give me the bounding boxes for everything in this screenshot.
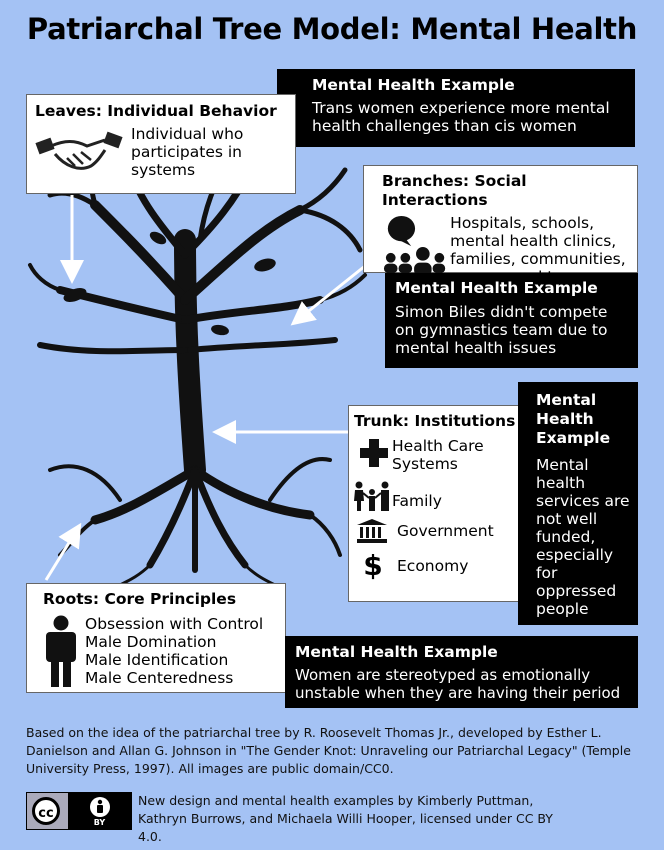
- leaves-example-box: Mental Health Example Trans women experi…: [277, 69, 635, 147]
- roots-heading: Roots: Core Principles: [43, 590, 237, 608]
- trunk-item-label: Economy: [397, 557, 469, 575]
- group-chat-icon: [383, 215, 446, 277]
- roots-example-box: Mental Health Example Women are stereoty…: [285, 636, 638, 708]
- family-icon: [354, 481, 389, 511]
- roots-item: Male Domination: [85, 633, 217, 651]
- leaves-heading: Leaves: Individual Behavior: [35, 102, 277, 120]
- trunk-item-label: Family: [392, 492, 442, 510]
- branches-example-text: Simon Biles didn't compete on gymnastics…: [395, 303, 608, 357]
- trunk-example-box: Mental Health Example Mental health serv…: [518, 382, 638, 625]
- roots-item: Male Identification: [85, 651, 229, 669]
- branches-example-box: Mental Health Example Simon Biles didn't…: [385, 273, 638, 368]
- tree-branches: [28, 113, 367, 481]
- leaves-card: Leaves: Individual Behavior Individual w…: [26, 94, 296, 194]
- government-building-icon: [357, 519, 387, 543]
- branches-arrow: [290, 264, 366, 326]
- branches-heading: Branches: Social Interactions: [382, 172, 527, 209]
- trunk-heading: Trunk: Institutions: [354, 412, 516, 430]
- roots-example-text: Women are stereotyped as emotionally uns…: [295, 666, 621, 702]
- tree-leaves: [63, 231, 276, 336]
- leaves-example-text: Trans women experience more mental healt…: [312, 99, 610, 135]
- trunk-card: Trunk: Institutions Health Care Systems …: [348, 405, 526, 602]
- attribution-person-icon: [89, 796, 110, 817]
- by-label: BY: [93, 817, 106, 827]
- handshake-icon: [35, 131, 123, 170]
- trunk-example-text: Mental health services are not well fund…: [536, 456, 630, 618]
- attribution-text: Based on the idea of the patriarchal tre…: [26, 725, 631, 776]
- dollar-icon: $: [363, 549, 383, 582]
- trunk-item-label: Government: [397, 522, 494, 540]
- roots-item: Obsession with Control: [85, 615, 264, 633]
- page-title: Patriarchal Tree Model: Mental Health: [26, 12, 638, 46]
- leaves-text: Individual who participates in systems: [131, 125, 244, 179]
- roots-item: Male Centeredness: [85, 669, 234, 687]
- roots-arrow: [44, 522, 82, 581]
- leaves-example-heading: Mental Health Example: [312, 76, 515, 94]
- roots-example-heading: Mental Health Example: [295, 643, 498, 661]
- trunk-item-label: Health Care Systems: [392, 437, 484, 473]
- branches-example-heading: Mental Health Example: [395, 279, 598, 297]
- cc-by-badge[interactable]: cc BY: [26, 792, 132, 830]
- medical-cross-icon: [360, 439, 388, 467]
- cc-logo: cc: [32, 797, 60, 825]
- trunk-example-heading: Mental Health Example: [536, 391, 611, 447]
- branches-text: Hospitals, schools, mental health clinic…: [450, 214, 626, 286]
- license-text: New design and mental health examples by…: [138, 793, 553, 844]
- roots-card: Roots: Core Principles Obsession with Co…: [26, 583, 286, 693]
- branches-card: Branches: Social Interactions Hospitals,…: [363, 165, 638, 286]
- tree-roots: [48, 457, 342, 587]
- person-icon: [46, 615, 76, 687]
